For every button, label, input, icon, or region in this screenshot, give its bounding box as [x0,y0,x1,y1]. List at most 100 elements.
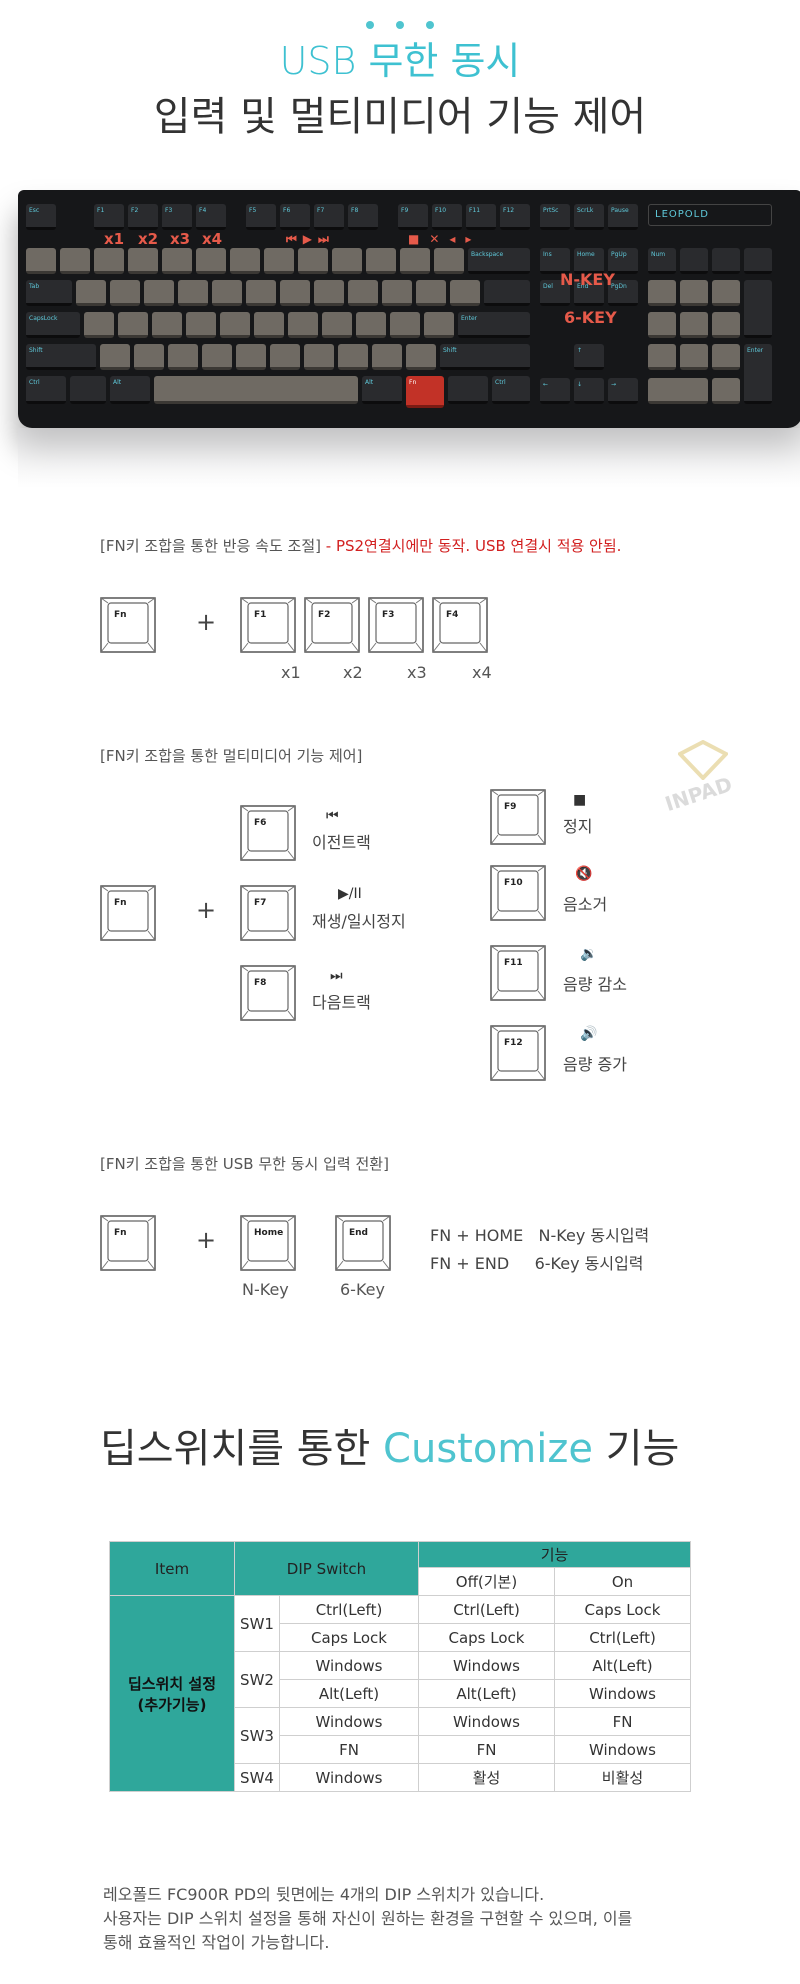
key-label: Home [254,1228,284,1238]
key-label: F8 [254,978,267,988]
kb-key [144,280,174,306]
kb-key [332,248,362,274]
usb-mode-desc-1: FN + HOME N-Key 동시입력 [430,1226,650,1245]
kb-key [400,248,430,274]
kb-key-numdel [712,378,740,404]
kb-key [372,344,402,370]
kb-key [356,312,386,338]
kb-key [298,248,328,274]
cell-dip: FN [279,1735,419,1764]
footer-line-1: 레오폴드 FC900R PD의 뒷면에는 4개의 DIP 스위치가 있습니다. [103,1885,545,1904]
kb-key-shift-right: Shift [440,344,530,370]
kb-key-f11: F11 [466,204,496,230]
cell-off: Windows [418,1651,555,1680]
key-label: F3 [382,610,395,620]
kb-key-numlock: Num [648,248,676,274]
key-f12: F12 [490,1025,546,1081]
section3-title: [FN키 조합을 통한 USB 무한 동시 입력 전환] [100,1155,389,1173]
kb-key [128,248,158,274]
kb-key-space [154,376,358,404]
kb-key [712,344,740,370]
table-row: Alt(Left) Alt(Left) Windows [110,1679,691,1708]
keyboard-reflection [18,428,800,488]
customize-heading-post: 기능 [593,1426,680,1472]
kb-key [186,312,216,338]
volume-down-icon: 🔉 [580,946,598,962]
key-label: F11 [504,958,523,968]
kb-label-x1: x1 [104,230,125,248]
kb-key-home: Home [574,248,604,274]
kb-key [152,312,182,338]
cell-on: Windows [554,1735,691,1764]
key-fn-s1: Fn [100,597,156,653]
kb-key [680,280,708,306]
mm-text-prev: 이전트랙 [312,833,371,852]
key-f4-s1: F4 [432,597,488,653]
cell-on: FN [554,1707,691,1736]
customize-heading: 딥스위치를 통한 Customize 기능 [100,1416,679,1474]
kb-key [314,280,344,306]
plus-sign: + [196,896,217,924]
kb-media-icons-f9-f12: ■✕◂▸ [408,232,482,246]
table-row: 딥스위치 설정(추가기능) SW1 Ctrl(Left) Ctrl(Left) … [109,1595,691,1792]
kb-key [236,344,266,370]
kb-key-scrlk: ScrLk [574,204,604,230]
kb-key-pgup: PgUp [608,248,638,274]
key-label: End [349,1228,368,1238]
cell-sw: SW1 [234,1595,280,1652]
kb-label-6key: 6-KEY [564,308,617,327]
mm-text-vol-up: 음량 증가 [563,1055,627,1074]
key-label: F4 [446,610,459,620]
kb-key [712,248,740,274]
key-label: F6 [254,818,267,828]
plus-sign: + [196,608,217,636]
dip-switch-table: Item DIP Switch 기능 Off(기본) On 딥스위치 설정(추가… [109,1541,691,1792]
mm-text-next: 다음트랙 [312,993,371,1012]
previous-track-icon: ⏮ [326,808,339,824]
kb-key-fn: Fn [406,376,444,408]
kb-key [94,248,124,274]
mute-icon: 🔇 [575,866,593,882]
cell-dip: Windows [279,1763,419,1792]
kb-key [382,280,412,306]
kb-key-ins: Ins [540,248,570,274]
cell-on: Caps Lock [554,1595,691,1624]
kb-key-num0 [648,378,708,404]
6key-caption: 6-Key [340,1280,385,1299]
kb-key [84,312,114,338]
key-f2-s1: F2 [304,597,360,653]
key-fn-s2: Fn [100,885,156,941]
key-fn-label: Fn [114,610,127,620]
stop-icon: ■ [573,792,587,808]
key-f11: F11 [490,945,546,1001]
table-row: SW3 Windows Windows FN [110,1707,691,1764]
kb-key [680,312,708,338]
cell-on: Alt(Left) [554,1651,691,1680]
kb-key [338,344,368,370]
keyboard-brand: LEOPOLD [648,204,772,226]
key-f10: F10 [490,865,546,921]
key-fn-label: Fn [114,898,127,908]
footer-line-3: 통해 효율적인 작업이 가능합니다. [103,1933,330,1952]
kb-key-f10: F10 [432,204,462,230]
kb-key-alt-right: Alt [362,376,402,404]
watermark-logo: INPAD [662,740,754,816]
row-label-1: 딥스위치 설정 [127,1674,217,1693]
cell-off: Ctrl(Left) [418,1595,555,1624]
key-label: F1 [254,610,267,620]
section1-title-text: [FN키 조합을 통한 반응 속도 조절] [100,537,321,555]
table-row: Caps Lock Caps Lock Ctrl(Left) [110,1623,691,1652]
table-row: SW2 Windows Windows Alt(Left) [110,1651,691,1708]
customize-heading-accent: Customize [383,1426,593,1472]
cell-dip: Windows [279,1707,419,1736]
section1-note: - PS2연결시에만 동작. USB 연결시 적용 안됨. [321,537,622,555]
volume-up-icon: 🔊 [580,1026,598,1042]
kb-key-backspace: Backspace [468,248,530,274]
kb-key-menu [448,376,488,404]
kb-key-f2: F2 [128,204,158,230]
cell-sw: SW3 [234,1707,280,1764]
kb-key [680,248,708,274]
kb-media-icons-f6-f8: ⏮▶⏭ [286,232,335,246]
cell-sw: SW2 [234,1651,280,1708]
kb-key [450,280,480,306]
